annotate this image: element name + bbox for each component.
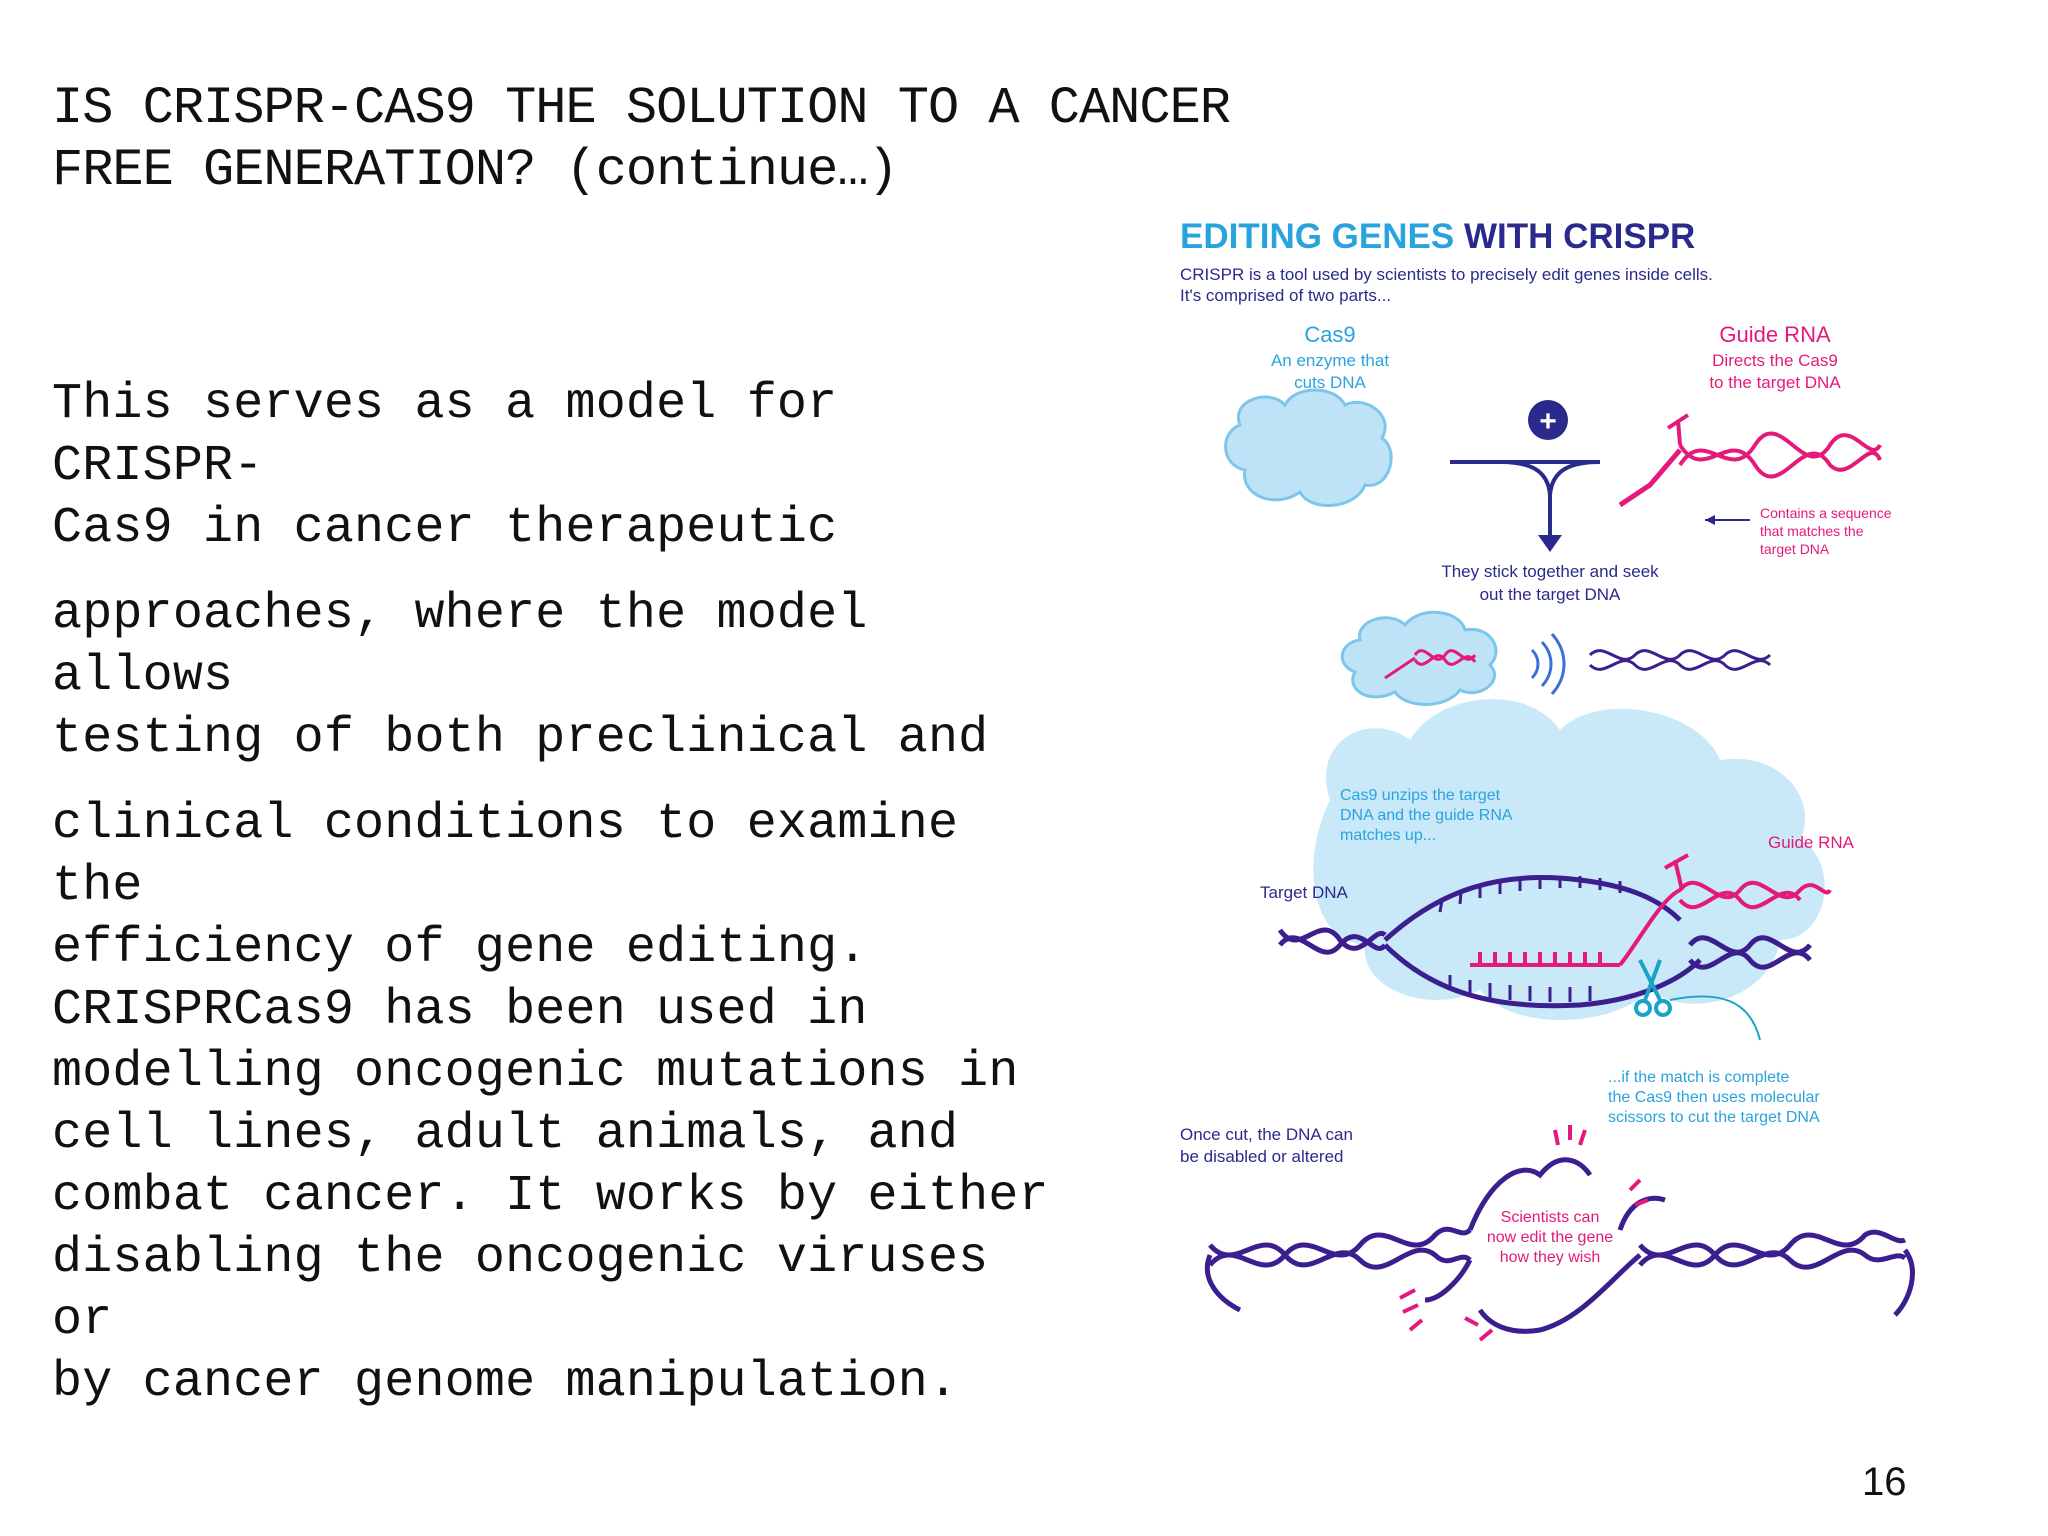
unzip-line-2: DNA and the guide RNA [1340,807,1513,824]
stick-line-2: out the target DNA [1480,585,1621,604]
plus-icon [1528,400,1568,440]
title-line-1: IS CRISPR-CAS9 THE SOLUTION TO A CANCER [52,79,1231,138]
paragraph-3: clinical conditions to examine the effic… [52,794,1052,1414]
edited-dna-right-icon [1477,1195,1915,1334]
text-line: This serves as a model for CRISPR- [52,376,838,495]
paragraph-1: This serves as a model for CRISPR- Cas9 … [52,374,1052,560]
title-line-2: FREE GENERATION? (continue…) [52,141,899,200]
scientists-line-3: how they wish [1500,1249,1601,1266]
scientists-line-2: now edit the gene [1487,1229,1613,1246]
text-line: cell lines, adult animals, and [52,1106,959,1163]
contains-line-3: target DNA [1760,541,1830,557]
plus-symbol: + [1539,405,1557,438]
text-line: disabling the oncogenic viruses or [52,1230,989,1349]
paragraph-2: approaches, where the model allows testi… [52,584,1052,770]
scissors-icon [1634,959,1672,1017]
cas9-cloud-icon [1224,388,1393,507]
text-line: by cancer genome manipulation. [52,1354,959,1411]
body-text: This serves as a model for CRISPR- Cas9 … [52,374,1052,1414]
guide-rna-title: Guide RNA [1719,322,1831,347]
page-number: 16 [1862,1460,1907,1504]
target-dna-icon [1277,875,1812,1009]
contains-line-1: Contains a sequence [1760,505,1892,521]
text-line: Cas9 in cancer therapeutic [52,500,838,557]
unzip-line-3: matches up... [1340,827,1436,844]
stick-line-1: They stick together and seek [1441,562,1659,581]
scientists-line-1: Scientists can [1501,1209,1600,1226]
bound-guide-rna-icon [1470,853,1832,967]
cut-mark-icons [1399,1125,1649,1342]
guide-desc-line-1: Directs the Cas9 [1712,351,1838,370]
dna-rungs-top [1438,876,1622,913]
cas9-desc-line-1: An enzyme that [1271,351,1389,370]
guide-desc-line-2: to the target DNA [1709,373,1841,392]
figure-intro-line-1: CRISPR is a tool used by scientists to p… [1180,265,1713,284]
edited-dna-left-icon [1204,1157,1593,1313]
dna-rungs-bottom [1448,975,1592,1002]
once-cut-line-2: be disabled or altered [1180,1147,1344,1166]
figure-heading: EDITING GENES WITH CRISPR [1180,217,1695,256]
big-cloud-icon [1313,699,1825,1020]
contains-line-2: that matches the [1760,523,1864,539]
target-dna-label: Target DNA [1260,883,1349,902]
figure-intro-line-2: It's comprised of two parts... [1180,286,1391,305]
join-arrowhead [1538,535,1562,552]
match-line-1: ...if the match is complete [1608,1069,1790,1086]
guide-rna-icon [1618,413,1882,508]
text-line: efficiency of gene editing. [52,920,868,977]
cas9-desc-line-2: cuts DNA [1294,373,1366,392]
pointer-arrowhead [1705,515,1715,525]
text-line: clinical conditions to examine the [52,796,959,915]
text-line: combat cancer. It works by either [52,1168,1049,1225]
text-line: testing of both preclinical and [52,710,989,767]
slide-title: IS CRISPR-CAS9 THE SOLUTION TO A CANCER … [52,78,1231,202]
free-dna-icon [1588,649,1772,671]
once-cut-line-1: Once cut, the DNA can [1180,1125,1353,1144]
text-line: modelling oncogenic mutations in [52,1044,1019,1101]
unzip-line-1: Cas9 unzips the target [1340,787,1501,804]
cas9-title: Cas9 [1304,322,1355,347]
text-line: CRISPRCas9 has been used in [52,982,868,1039]
join-arrow [1450,460,1601,540]
text-line: approaches, where the model allows [52,586,868,705]
match-line-2: the Cas9 then uses molecular [1608,1089,1820,1106]
match-line-3: scissors to cut the target DNA [1608,1109,1820,1126]
crispr-infographic: EDITING GENES WITH CRISPR CRISPR is a to… [1160,200,1950,1380]
guide-rna-label: Guide RNA [1768,833,1855,852]
complex-cloud-icon [1340,610,1498,706]
crispr-infographic-svg: EDITING GENES WITH CRISPR CRISPR is a to… [1180,217,1915,1342]
complex-rna-icon [1384,649,1477,680]
scissors-pointer [1669,995,1761,1041]
signal-waves-icon [1530,633,1566,695]
